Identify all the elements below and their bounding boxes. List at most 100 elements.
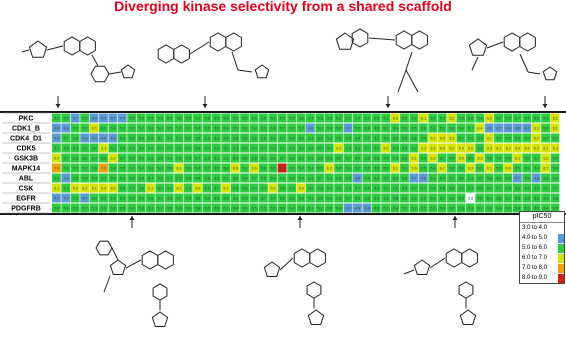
cell-value: 6.2 [271, 187, 276, 191]
heatmap-cell [390, 193, 400, 203]
cell-value: 5.5 [252, 207, 257, 211]
cell-value: 5.7 [224, 207, 229, 211]
cell-value: 5.5 [525, 197, 530, 201]
cell-value: 6.2 [111, 187, 116, 191]
cell-value: 6.1 [148, 187, 153, 191]
cell-value: 5.3 [261, 207, 266, 211]
cell-value: 5.5 [167, 167, 172, 171]
cell-value: 5.7 [261, 147, 266, 151]
heatmap-cell [409, 183, 419, 193]
cell-value: 5.6 [318, 137, 323, 141]
heatmap-cell [315, 193, 325, 203]
heatmap-cell [522, 143, 532, 153]
cell-value: 5.8 [487, 177, 492, 181]
cell-value: 5.4 [431, 197, 436, 201]
cell-value: 6.1 [101, 147, 106, 151]
heatmap-cell [287, 163, 296, 173]
heatmap-cell [381, 113, 391, 123]
heatmap-cell [108, 133, 118, 143]
cell-value: 5.5 [271, 147, 276, 151]
cell-value: 5.7 [261, 187, 266, 191]
heatmap-cell [258, 123, 268, 133]
cell-value: 6.1 [92, 127, 97, 131]
cell-value: 6.0 [383, 147, 388, 151]
cell-value: 5.5 [242, 137, 247, 141]
cell-value: 6.0 [487, 117, 492, 121]
cell-value: 5.3 [506, 117, 511, 121]
cell-value: 5.5 [318, 147, 323, 151]
cell-value: 5.7 [280, 127, 285, 131]
cell-value: 6.4 [478, 127, 483, 131]
cell-value: 5.1 [346, 117, 351, 121]
cell-value: 5.5 [506, 207, 511, 211]
heatmap-cell [117, 183, 127, 193]
heatmap-cell [522, 163, 532, 173]
cell-value: 5.4 [346, 167, 351, 171]
heatmap-cell [541, 193, 550, 203]
cell-value: 5.8 [478, 147, 483, 151]
heatmap-cell [475, 173, 485, 183]
cell-value: 5.5 [214, 167, 219, 171]
heatmap-cell [353, 123, 362, 133]
heatmap-cell [183, 173, 193, 183]
heatmap-cell [108, 163, 118, 173]
cell-value: 5.4 [289, 207, 294, 211]
cell-value: 6.0 [468, 147, 473, 151]
heatmap-cell [99, 203, 108, 213]
cell-value: 5.7 [308, 207, 313, 211]
legend-swatch [558, 223, 564, 233]
cell-value: 5.7 [383, 207, 388, 211]
heatmap-cell [268, 153, 278, 163]
cell-value: 4.8 [534, 177, 539, 181]
heatmap-cell [475, 183, 485, 193]
heatmap-cell [127, 133, 137, 143]
heatmap-cell [183, 183, 193, 193]
heatmap-cell [127, 143, 137, 153]
heatmap-cell [164, 133, 174, 143]
heatmap-cell [211, 173, 221, 183]
heatmap-cell [240, 183, 249, 193]
heatmap-cell [211, 183, 221, 193]
cell-value: 5.4 [308, 167, 313, 171]
heatmap-cell [306, 113, 315, 123]
heatmap-cell [550, 143, 560, 153]
cell-value: 5.5 [525, 157, 530, 161]
heatmap-cell [343, 113, 353, 123]
heatmap-cell [117, 143, 127, 153]
heatmap-cell [183, 133, 193, 143]
heatmap-cell [390, 163, 400, 173]
cell-value: 5.6 [506, 157, 511, 161]
heatmap-cell [437, 173, 447, 183]
heatmap-cell [230, 133, 240, 143]
heatmap-cell [334, 123, 344, 133]
heatmap-cell [136, 123, 146, 133]
heatmap-cell [230, 203, 240, 213]
heatmap-cell [89, 153, 99, 163]
heatmap-cell [183, 113, 193, 123]
cell-value: 5.8 [365, 127, 370, 131]
heatmap-cell [484, 203, 494, 213]
cell-value: 5.2 [111, 147, 116, 151]
heatmap-cell [146, 123, 155, 133]
cell-value: 4.6 [421, 177, 426, 181]
heatmap-cell [456, 163, 466, 173]
heatmap-cell [117, 193, 127, 203]
heatmap-cell [447, 183, 456, 193]
cell-value: 5.7 [346, 157, 351, 161]
heatmap-cell [174, 183, 184, 193]
cell-value: 5.5 [289, 197, 294, 201]
heatmap-cell [371, 113, 381, 123]
heatmap-cell [306, 183, 315, 193]
heatmap-cell [230, 163, 240, 173]
heatmap-cell [221, 153, 231, 163]
heatmap-cell [418, 143, 428, 153]
cell-value: 5.2 [412, 147, 417, 151]
cell-value: 6.4 [440, 147, 445, 151]
heatmap-cell [447, 173, 456, 183]
cell-value: 6.0 [101, 187, 106, 191]
cell-value: 7.0 [54, 167, 59, 171]
cell-value: 5.7 [82, 207, 87, 211]
heatmap-cell [136, 203, 146, 213]
heatmap-cell [211, 153, 221, 163]
cell-value: 5.6 [318, 157, 323, 161]
